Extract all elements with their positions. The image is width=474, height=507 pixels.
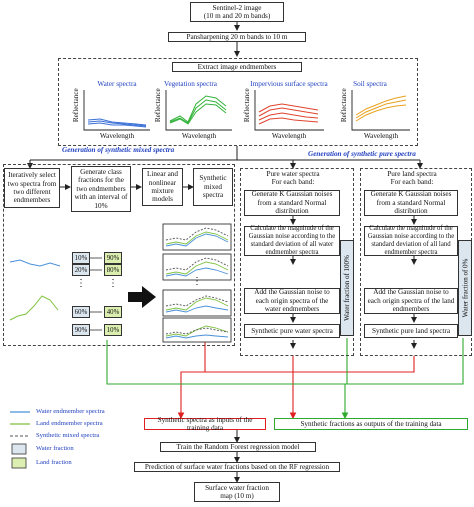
veg-axes bbox=[165, 90, 232, 131]
pure-land-step3-text: Add the Gaussian noise to each origin sp… bbox=[367, 288, 455, 314]
pure-land-step2-text: Calculate the magnitude of the Gaussian … bbox=[367, 225, 455, 256]
ellipsis-water: ⋮ bbox=[76, 278, 86, 289]
pure-land-step1-text: Generate K Gaussian noises from a standa… bbox=[370, 190, 452, 216]
soil-spectra-title: Soil spectra bbox=[353, 80, 387, 88]
soil-curves bbox=[355, 95, 407, 122]
land-fraction-box-2: 80% bbox=[104, 264, 122, 276]
veg-curves bbox=[169, 95, 227, 125]
inputs-box: Synthetic spectra as inputs of the train… bbox=[144, 415, 266, 432]
mixed-step2-text: Generate class fractions for the two end… bbox=[74, 167, 128, 210]
pure-water-step2: Calculate the magnitude of the Gaussian … bbox=[244, 225, 340, 256]
legend-synthetic-mixed: Synthetic mixed spectra bbox=[36, 432, 100, 439]
water-curves bbox=[87, 118, 147, 128]
soil-axes bbox=[351, 90, 410, 131]
pure-land-step3: Add the Gaussian noise to each origin sp… bbox=[364, 288, 458, 314]
ellipsis-charts: ⋮ bbox=[192, 276, 202, 287]
pure-section-title: Generation of synthetic pure spectra bbox=[306, 150, 418, 158]
pure-water-step3-text: Add the Gaussian noise to each origin sp… bbox=[254, 288, 330, 314]
map-box: Surface water fraction map (10 m) bbox=[194, 482, 280, 502]
train-text: Train the Random Forest regression model bbox=[176, 442, 300, 451]
pure-water-step1-text: Generate K Gaussian noises from a standa… bbox=[251, 190, 333, 216]
sentinel-text: Sentinel-2 image (10 m and 20 m bands) bbox=[203, 3, 271, 20]
legend-water-endmember: Water endmember spectra bbox=[36, 408, 105, 415]
vegetation-spectra-title: Vegetation spectra bbox=[164, 80, 217, 88]
inputs-text: Synthetic spectra as inputs of the train… bbox=[157, 415, 253, 432]
water-fraction-box-3: 60% bbox=[72, 306, 90, 318]
land-endmember-line bbox=[9, 295, 59, 321]
pure-water-step4-text: Synthetic pure water spectra bbox=[251, 326, 333, 335]
land-fraction-box-3: 40% bbox=[104, 306, 122, 318]
train-box: Train the Random Forest regression model bbox=[160, 442, 316, 452]
water-fraction-box-1: 10% bbox=[72, 252, 90, 264]
mixed-region bbox=[3, 164, 235, 346]
ellipsis-land: ⋮ bbox=[108, 278, 118, 289]
pure-water-step4: Synthetic pure water spectra bbox=[244, 324, 340, 338]
outputs-box: Synthetic fractions as outputs of the tr… bbox=[274, 418, 468, 430]
predict-box: Prediction of surface water fractions ba… bbox=[134, 462, 340, 472]
water-fraction-box-2: 20% bbox=[72, 264, 90, 276]
mixed-step4-box: Synthetic mixed spectra bbox=[193, 168, 233, 206]
endmember-region bbox=[58, 58, 418, 146]
legend-water-fraction: Water fraction bbox=[36, 445, 74, 452]
pure-water-head: Pure water spectra For each band: bbox=[266, 170, 320, 187]
pansharpen-box: Pansharpening 20 m bands to 10 m bbox=[168, 32, 306, 42]
land-fraction-box-4: 10% bbox=[104, 324, 122, 336]
predict-text: Prediction of surface water fractions ba… bbox=[144, 462, 330, 471]
mixed-section-title: Generation of synthetic mixed spectra bbox=[60, 146, 177, 154]
imp-axes bbox=[254, 90, 324, 131]
imp-xlabel: Wavelength bbox=[271, 132, 307, 140]
imp-curves bbox=[258, 103, 319, 125]
big-arrow-shape bbox=[128, 286, 156, 308]
mixed-step1-text: Iteratively select two spectra from two … bbox=[7, 171, 57, 205]
mixed-step2-box: Generate class fractions for the two end… bbox=[71, 166, 131, 212]
water-axes bbox=[83, 90, 150, 131]
pure-land-head: Pure land spectra For each band: bbox=[387, 170, 437, 187]
water-endmember-line bbox=[9, 259, 61, 267]
synthetic-mini-charts bbox=[162, 223, 232, 343]
pure-land-step4-text: Synthetic pure land spectra bbox=[371, 326, 451, 335]
pure-water-step1: Generate K Gaussian noises from a standa… bbox=[244, 190, 340, 216]
extract-text: Extract image endmembers bbox=[197, 62, 277, 71]
water-spectra-title: Water spectra bbox=[97, 80, 137, 88]
impervious-spectra-title: Impervious surface spectra bbox=[250, 80, 328, 88]
pansharpen-text: Pansharpening 20 m bands to 10 m bbox=[186, 32, 288, 41]
mixed-step1-box: Iteratively select two spectra from two … bbox=[4, 168, 60, 208]
pure-land-step1: Generate K Gaussian noises from a standa… bbox=[364, 190, 458, 216]
legend-land-fraction: Land fraction bbox=[36, 459, 72, 466]
water-fraction-box-4: 90% bbox=[72, 324, 90, 336]
sentinel-image-box: Sentinel-2 image (10 m and 20 m bands) bbox=[190, 2, 284, 22]
pure-land-step2: Calculate the magnitude of the Gaussian … bbox=[364, 225, 458, 256]
water-xlabel: Wavelength bbox=[99, 132, 135, 140]
water-fraction-100-box: Water fraction of 100% bbox=[340, 240, 354, 336]
extract-box: Extract image endmembers bbox=[172, 62, 302, 72]
veg-xlabel: Wavelength bbox=[181, 132, 217, 140]
legend-land-endmember: Land endmember spectra bbox=[36, 420, 103, 427]
pure-water-step2-text: Calculate the magnitude of the Gaussian … bbox=[248, 225, 336, 256]
soil-xlabel: Wavelength bbox=[363, 132, 399, 140]
mixed-step4-text: Synthetic mixed spectra bbox=[199, 174, 227, 200]
mixed-step3-box: Linear and nonlinear mixture models bbox=[142, 168, 183, 206]
pure-water-step3: Add the Gaussian noise to each origin sp… bbox=[244, 288, 340, 314]
outputs-text: Synthetic fractions as outputs of the tr… bbox=[300, 419, 442, 428]
pure-land-step4: Synthetic pure land spectra bbox=[364, 324, 458, 338]
map-text: Surface water fraction map (10 m) bbox=[205, 483, 269, 500]
mixed-step3-text: Linear and nonlinear mixture models bbox=[147, 170, 178, 204]
land-fraction-box-1: 90% bbox=[104, 252, 122, 264]
water-fraction-0-box: Water fraction of 0% bbox=[458, 240, 472, 336]
